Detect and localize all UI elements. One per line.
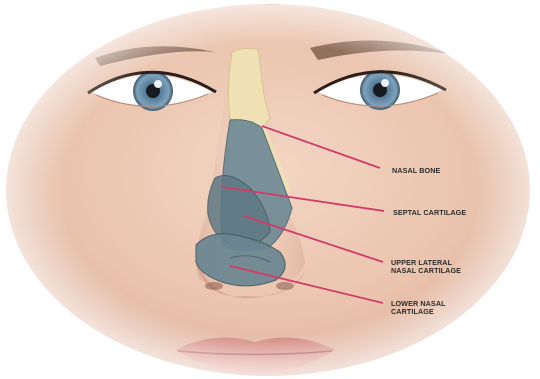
label-upper-lateral-nasal-cartilage: UPPER LATERAL NASAL CARTILAGE: [391, 259, 461, 275]
label-lower-nasal-cartilage: LOWER NASAL CARTILAGE: [391, 300, 446, 316]
label-septal-cartilage: SEPTAL CARTILAGE: [393, 209, 466, 217]
label-nasal-bone: NASAL BONE: [392, 167, 440, 175]
